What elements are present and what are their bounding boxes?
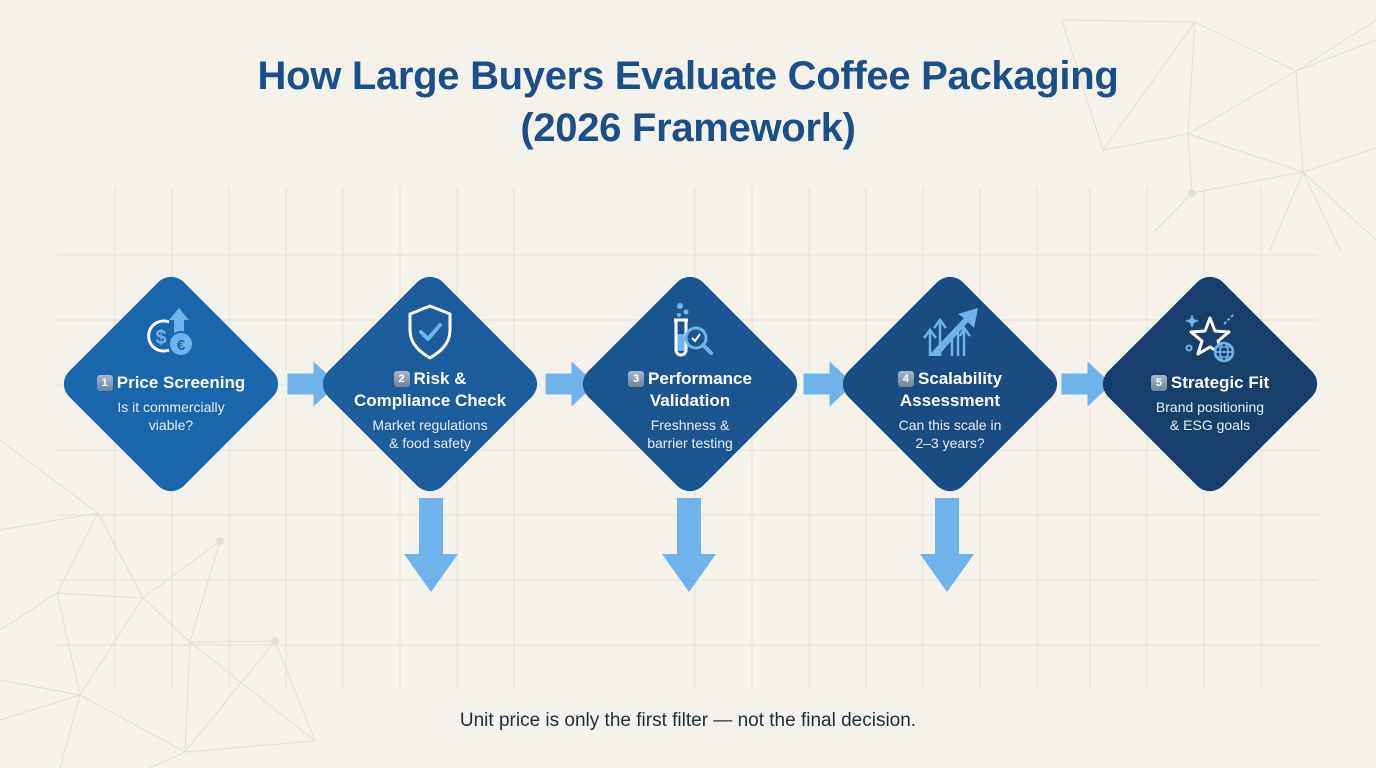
step-number-badge: 4 — [897, 371, 914, 387]
svg-text:€: € — [177, 337, 186, 354]
svg-text:$: $ — [155, 327, 166, 349]
arrow-down-4 — [920, 498, 974, 592]
page-title: How Large Buyers Evaluate Coffee Packagi… — [0, 50, 1376, 154]
step-number-badge: 2 — [393, 371, 410, 387]
title-line-1: How Large Buyers Evaluate Coffee Packagi… — [257, 54, 1119, 98]
growth-arrows-icon — [923, 308, 978, 356]
arrow-right-2-3 — [542, 356, 600, 412]
star-globe-icon — [1185, 313, 1235, 363]
step-description: Is it commercially viable? — [117, 399, 225, 433]
arrow-right-1-2 — [284, 356, 342, 412]
arrow-down-3 — [662, 498, 716, 592]
step-description: Freshness & barrier testing — [647, 417, 733, 451]
step-number-badge: 1 — [96, 375, 113, 391]
arrow-right-4-5 — [1058, 356, 1116, 412]
step-number-badge: 3 — [628, 371, 645, 387]
arrow-right-3-4 — [800, 356, 858, 412]
step-description: Brand positioning & ESG goals — [1155, 399, 1265, 433]
test-tube-magnifier-icon — [674, 303, 713, 357]
dollar-euro-up-icon: $ € — [147, 308, 194, 357]
shield-check-icon — [408, 304, 452, 360]
title-line-2: (2026 Framework) — [520, 106, 856, 150]
step-description: Can this scale in 2–3 years? — [898, 417, 1002, 451]
arrow-down-2 — [404, 498, 458, 592]
footer-note: Unit price is only the first filter — no… — [459, 710, 917, 731]
step-description: Market regulations & food safety — [372, 417, 488, 451]
step-number-badge: 5 — [1150, 375, 1167, 391]
